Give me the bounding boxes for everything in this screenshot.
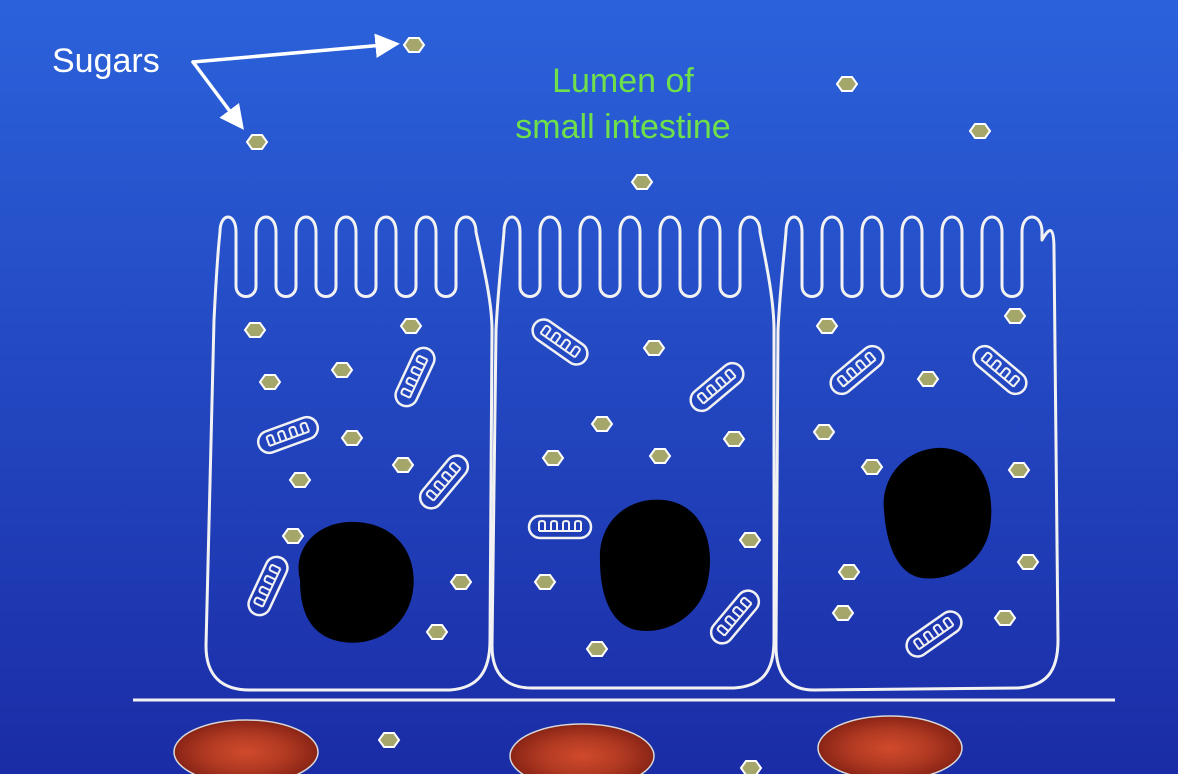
mitochondrion-icon <box>531 318 589 366</box>
sugar-molecule-icon <box>1007 462 1031 478</box>
sugar-molecule-icon <box>916 371 940 387</box>
mitochondrion-icon <box>972 344 1028 396</box>
lumen-label-line2: small intestine <box>515 108 730 146</box>
sugar-molecules <box>243 37 1040 774</box>
sugar-molecule-icon <box>402 37 426 53</box>
sugar-molecule-icon <box>243 322 267 338</box>
arrow-to-sugar-left <box>191 60 244 130</box>
red-blood-cell-icon <box>817 715 963 774</box>
sugar-molecule-icon <box>738 532 762 548</box>
sugar-molecule-icon <box>340 430 364 446</box>
red-blood-cells <box>173 715 963 774</box>
epithelial-cell-right <box>774 215 1060 692</box>
sugar-molecule-icon <box>330 362 354 378</box>
epithelial-cell-middle <box>490 215 776 690</box>
sugar-molecule-icon <box>585 641 609 657</box>
mitochondrion-icon <box>527 514 593 540</box>
sugar-molecule-icon <box>815 318 839 334</box>
nucleus-icon <box>883 447 992 579</box>
epithelial-cells <box>204 215 1060 692</box>
sugar-molecule-icon <box>533 574 557 590</box>
mitochondrion-icon <box>418 454 470 510</box>
mitochondrion-icon <box>829 344 885 396</box>
sugar-molecule-icon <box>968 123 992 139</box>
mitochondrion-icon <box>247 555 289 617</box>
red-blood-cell-icon <box>173 719 319 774</box>
lumen-label-line1: Lumen of <box>552 62 694 100</box>
mitochondria <box>247 318 1028 658</box>
sugar-molecule-icon <box>860 459 884 475</box>
nuclei <box>298 447 992 643</box>
sugar-molecule-icon <box>288 472 312 488</box>
sugar-molecule-icon <box>812 424 836 440</box>
sugar-molecule-icon <box>377 732 401 748</box>
mitochondrion-icon <box>689 361 745 413</box>
sugar-molecule-icon <box>541 450 565 466</box>
sugar-molecule-icon <box>648 448 672 464</box>
sugar-molecule-icon <box>245 134 269 150</box>
sugars-label: Sugars <box>52 42 160 80</box>
sugar-molecule-icon <box>391 457 415 473</box>
sugar-molecule-icon <box>399 318 423 334</box>
sugar-molecule-icon <box>642 340 666 356</box>
sugar-molecule-icon <box>590 416 614 432</box>
sugar-molecule-icon <box>1003 308 1027 324</box>
epithelial-cell-left <box>204 215 494 692</box>
mitochondrion-icon <box>256 415 320 455</box>
red-blood-cell-icon <box>509 723 655 774</box>
nucleus-icon <box>599 499 711 631</box>
sugar-molecule-icon <box>1016 554 1040 570</box>
mitochondrion-icon <box>709 589 761 645</box>
sugars-pointer-arrows <box>191 33 400 130</box>
sugar-molecule-icon <box>630 174 654 190</box>
sugar-molecule-icon <box>281 528 305 544</box>
sugar-molecule-icon <box>722 431 746 447</box>
sugar-molecule-icon <box>837 564 861 580</box>
nucleus-icon <box>298 521 414 643</box>
arrow-to-sugar-top <box>191 33 400 64</box>
sugar-molecule-icon <box>993 610 1017 626</box>
mitochondrion-icon <box>905 610 963 658</box>
sugar-molecule-icon <box>425 624 449 640</box>
sugar-molecule-icon <box>835 76 859 92</box>
sugar-molecule-icon <box>258 374 282 390</box>
mitochondrion-icon <box>394 346 436 408</box>
sugar-molecule-icon <box>831 605 855 621</box>
sugar-molecule-icon <box>449 574 473 590</box>
sugar-molecule-icon <box>739 760 763 774</box>
